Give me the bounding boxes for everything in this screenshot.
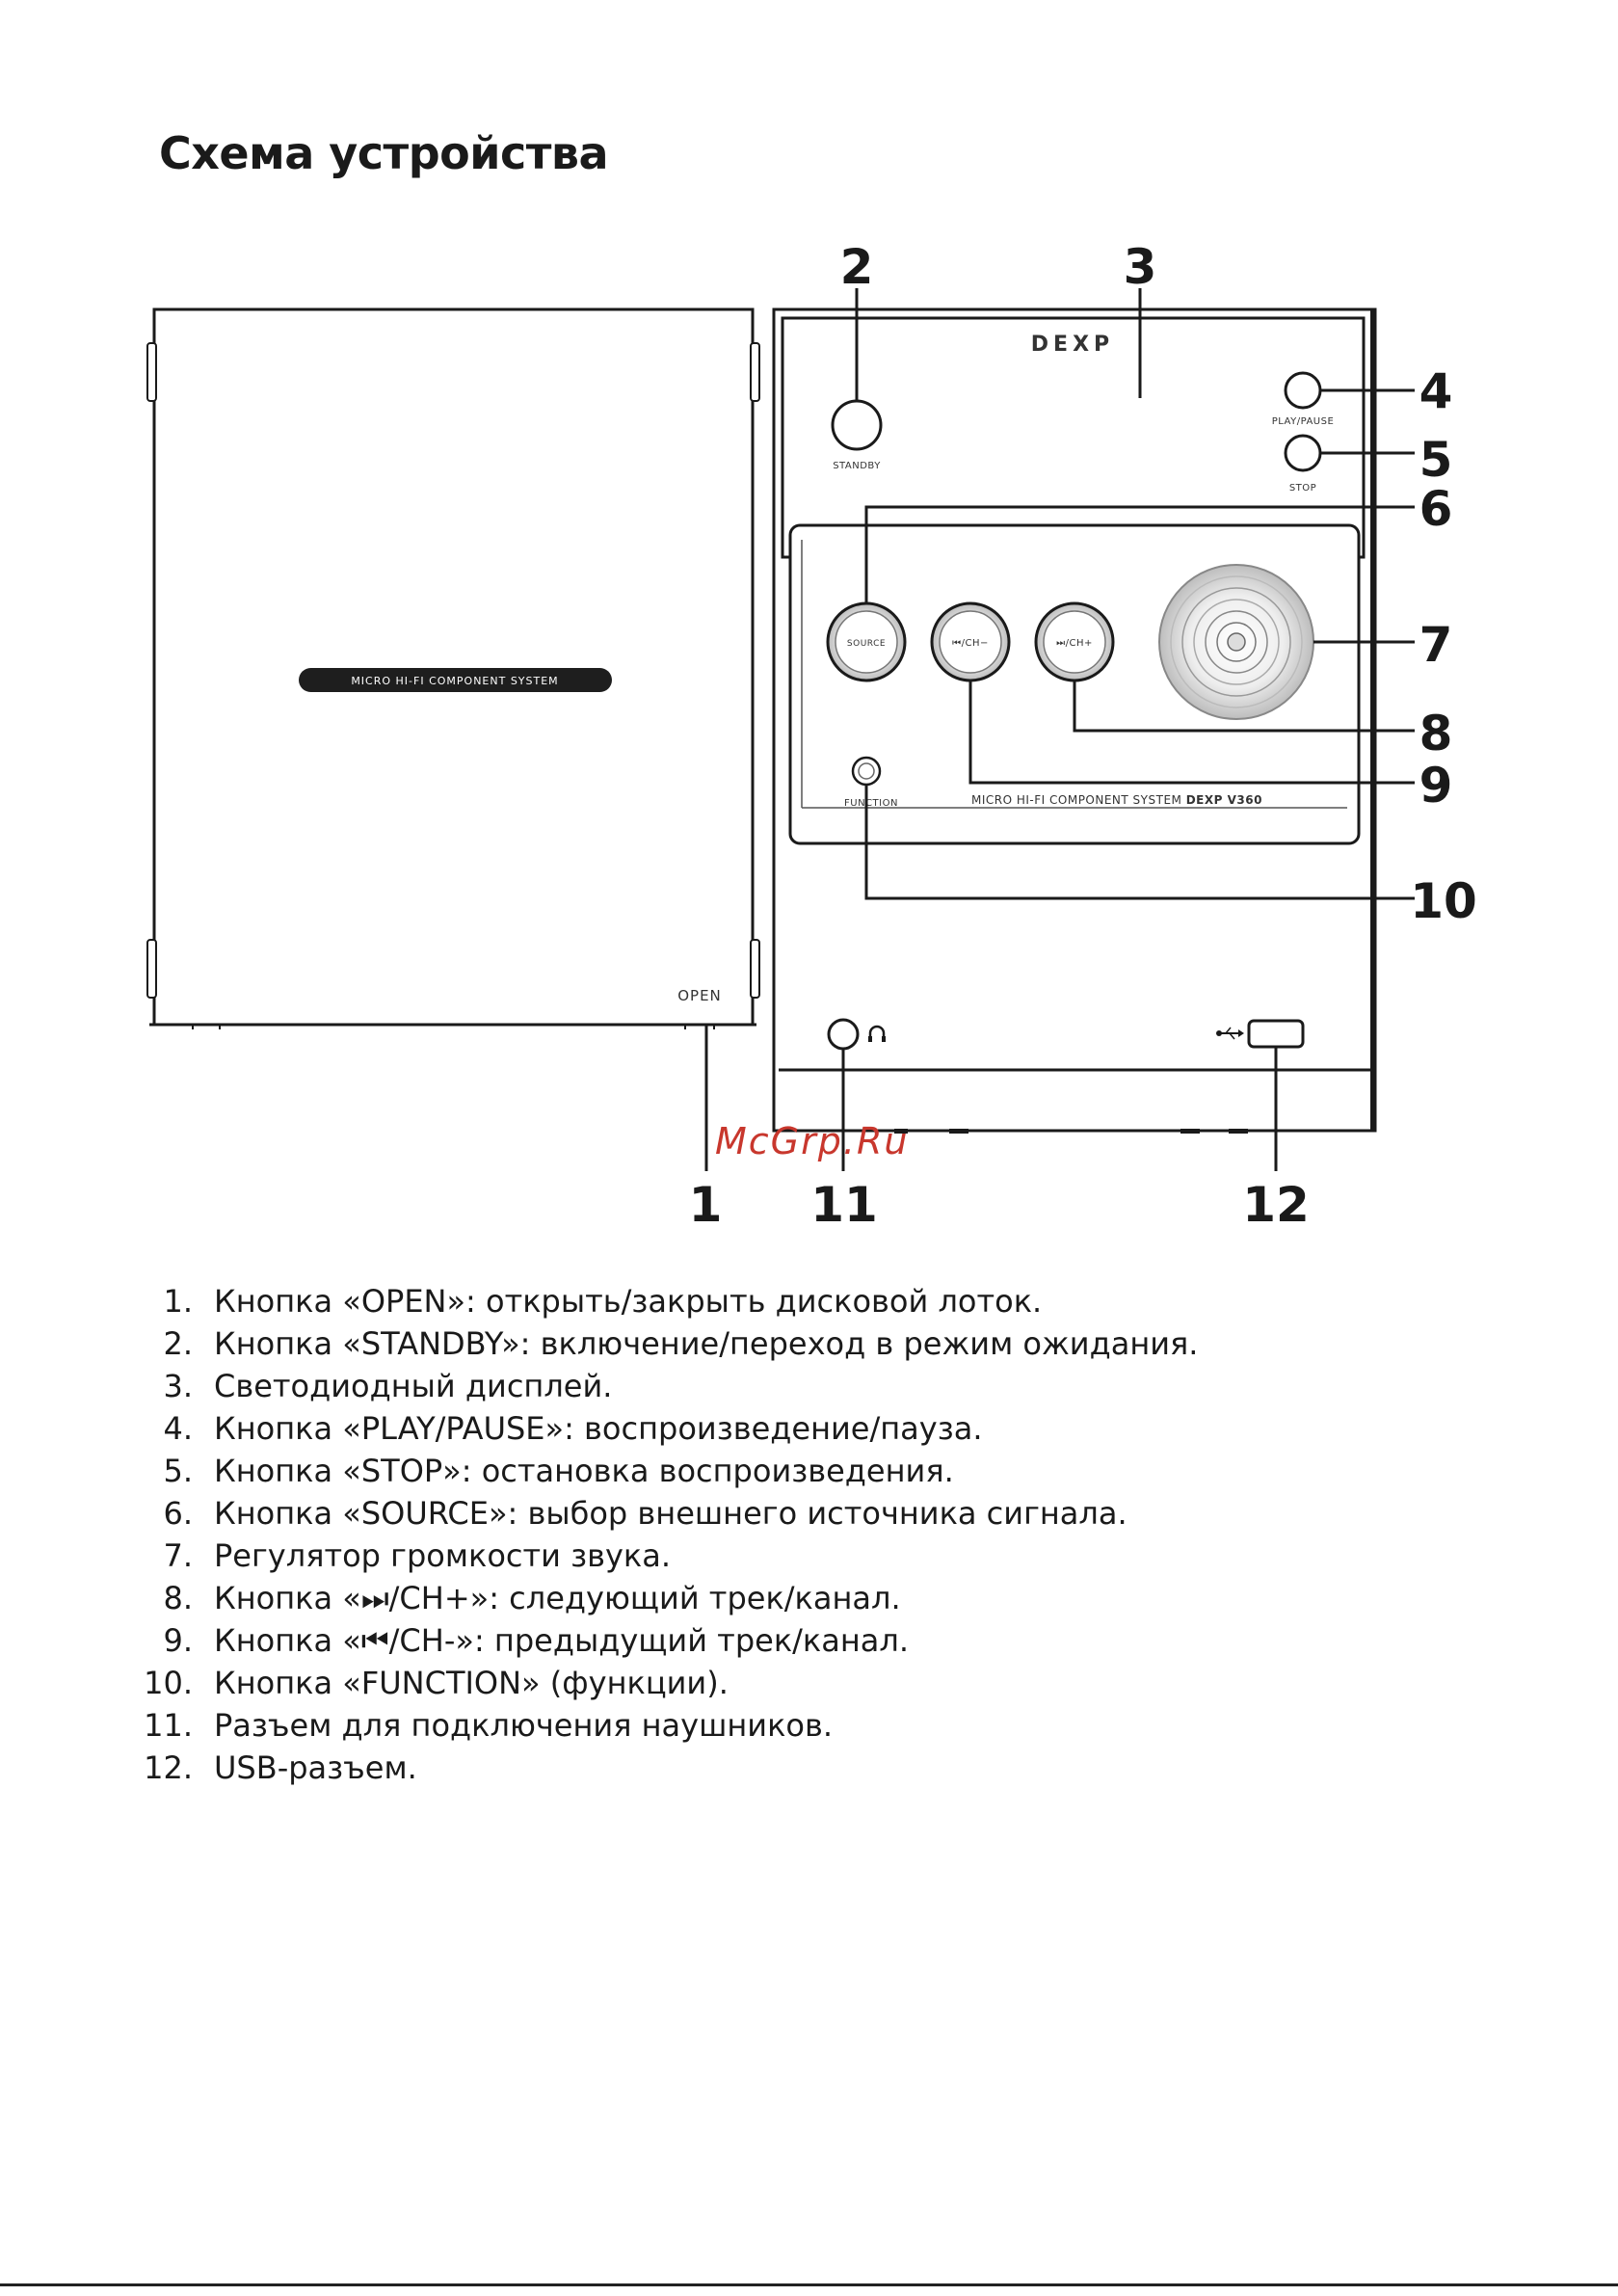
- list-item: 6.Кнопка «SOURCE»: выбор внешнего источн…: [163, 1495, 1127, 1532]
- list-item: 5.Кнопка «STOP»: остановка воспроизведен…: [163, 1453, 954, 1489]
- callout-3: 3: [1124, 239, 1157, 295]
- stop-label: STOP: [1289, 483, 1316, 494]
- list-item: 10.Кнопка «FUNCTION» (функции).: [144, 1665, 729, 1701]
- function-button[interactable]: [851, 756, 882, 787]
- component-legend: 1.Кнопка «OPEN»: открыть/закрыть дисково…: [135, 1280, 1198, 1789]
- callout-6: 6: [1419, 481, 1453, 537]
- callout-7: 7: [1419, 617, 1453, 673]
- lid-badge: [299, 668, 612, 692]
- list-item: 7.Регулятор громкости звука.: [163, 1537, 672, 1574]
- list-item: 12.USB-разъем.: [144, 1749, 417, 1786]
- stop-button[interactable]: [1284, 434, 1322, 472]
- list-item: 4.Кнопка «PLAY/PAUSE»: воспроизведение/п…: [163, 1410, 983, 1447]
- lid-badge-label: MICRO HI-FI COMPONENT SYSTEM: [351, 675, 558, 687]
- brand-logo: DEXP: [1031, 333, 1114, 357]
- watermark: McGrp.Ru: [715, 1120, 910, 1162]
- leader-lines: [704, 288, 1415, 1171]
- usb-icon: [1216, 1027, 1244, 1040]
- open-button-label[interactable]: OPEN: [677, 987, 722, 1004]
- next-button[interactable]: [1034, 601, 1115, 682]
- callout-4: 4: [1419, 363, 1453, 419]
- callout-10: 10: [1410, 873, 1477, 929]
- bottom-rule: [0, 2283, 1618, 2286]
- list-item: 11.Разъем для подключения наушников.: [144, 1707, 834, 1744]
- list-item: 3.Светодиодный дисплей.: [163, 1368, 613, 1404]
- play-pause-label: PLAY/PAUSE: [1272, 416, 1335, 427]
- source-button[interactable]: [826, 601, 907, 682]
- volume-knob[interactable]: [1158, 564, 1314, 720]
- callout-2: 2: [840, 239, 874, 295]
- function-label: FUNCTION: [844, 798, 898, 809]
- usb-port[interactable]: [1247, 1019, 1305, 1049]
- next-label: ⏭/CH+: [1056, 638, 1093, 649]
- callout-1: 1: [689, 1177, 723, 1233]
- play-pause-button[interactable]: [1284, 371, 1322, 410]
- headphone-icon: [868, 1025, 886, 1042]
- page-title: Схема устройства: [159, 127, 609, 179]
- model-label: MICRO HI-FI COMPONENT SYSTEM DEXP V360: [971, 793, 1262, 807]
- list-item: 2.Кнопка «STANDBY»: включение/переход в …: [163, 1325, 1199, 1362]
- callout-11: 11: [810, 1177, 878, 1233]
- standby-button[interactable]: [831, 399, 883, 451]
- callout-5: 5: [1419, 432, 1453, 488]
- device-diagram: MICRO HI-FI COMPONENT SYSTEM OPEN DEXP S…: [146, 239, 1477, 1233]
- source-label: SOURCE: [847, 639, 886, 649]
- prev-label: ⏮/CH−: [952, 638, 989, 649]
- list-item: 8.Кнопка «⏭/CH+»: следующий трек/канал.: [163, 1580, 901, 1616]
- cd-player-unit: MICRO HI-FI COMPONENT SYSTEM OPEN: [146, 307, 760, 1029]
- standby-label: STANDBY: [833, 461, 881, 471]
- callout-12: 12: [1242, 1177, 1310, 1233]
- headphone-jack[interactable]: [827, 1018, 860, 1051]
- list-item: 1.Кнопка «OPEN»: открыть/закрыть дисково…: [163, 1283, 1043, 1320]
- list-item: 9.Кнопка «⏮/CH-»: предыдущий трек/канал.: [163, 1622, 910, 1659]
- callout-8: 8: [1419, 706, 1453, 761]
- callout-9: 9: [1419, 758, 1453, 814]
